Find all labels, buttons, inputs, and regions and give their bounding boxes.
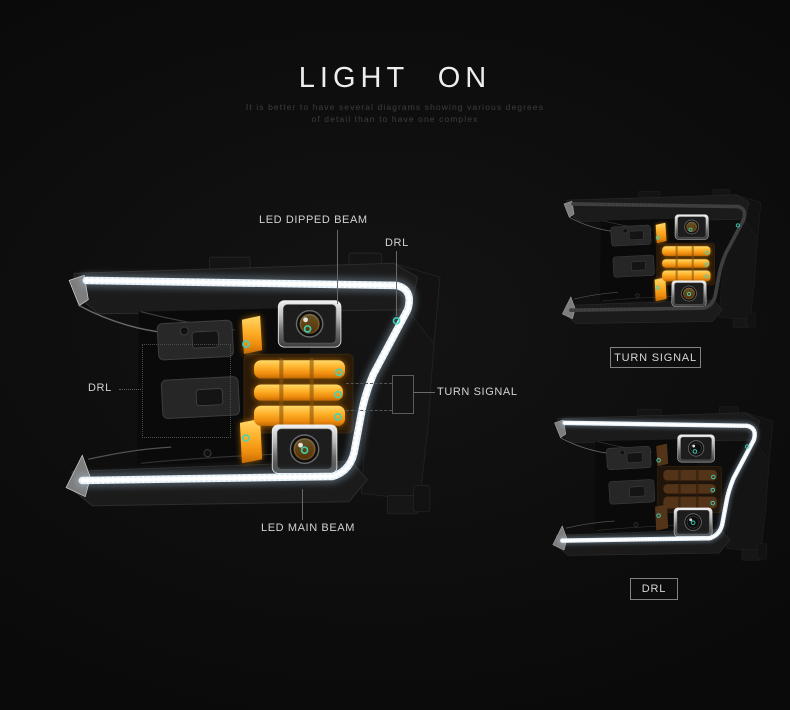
callout-drl-top: DRL	[385, 237, 409, 249]
headlight-photo-drl	[548, 403, 774, 567]
callout-line-drl-left	[119, 389, 141, 390]
page-title: LIGHT ON	[298, 62, 492, 94]
callout-line-turn-signal	[413, 392, 435, 393]
headlight-photo-main	[58, 247, 442, 525]
callout-dash-turn-signal-upper	[346, 383, 392, 384]
callout-region-drl	[142, 344, 231, 438]
callout-led-dipped-beam: LED DIPPED BEAM	[259, 214, 368, 226]
callout-drl-left: DRL	[88, 382, 112, 394]
subtitle: It is better to have several diagrams sh…	[0, 101, 790, 125]
callout-line-led-main-beam	[302, 489, 303, 520]
callout-line-drl-top	[396, 251, 397, 316]
caption-drl-label: DRL	[641, 583, 667, 595]
subtitle-line-2: of detail than to have one complex	[311, 114, 479, 124]
callout-region-turn-signal	[392, 375, 414, 414]
caption-drl: DRL	[630, 578, 678, 600]
callout-led-main-beam: LED MAIN BEAM	[261, 522, 355, 534]
caption-turn-signal-label: TURN SIGNAL	[614, 351, 697, 364]
headlight-photo-turn-signal	[558, 186, 762, 334]
callout-dash-turn-signal-lower	[346, 410, 392, 411]
subtitle-line-1: It is better to have several diagrams sh…	[245, 102, 545, 112]
callout-line-led-dipped-beam	[337, 230, 338, 304]
callout-turn-signal: TURN SIGNAL	[437, 386, 518, 398]
caption-turn-signal: TURN SIGNAL	[610, 347, 701, 368]
